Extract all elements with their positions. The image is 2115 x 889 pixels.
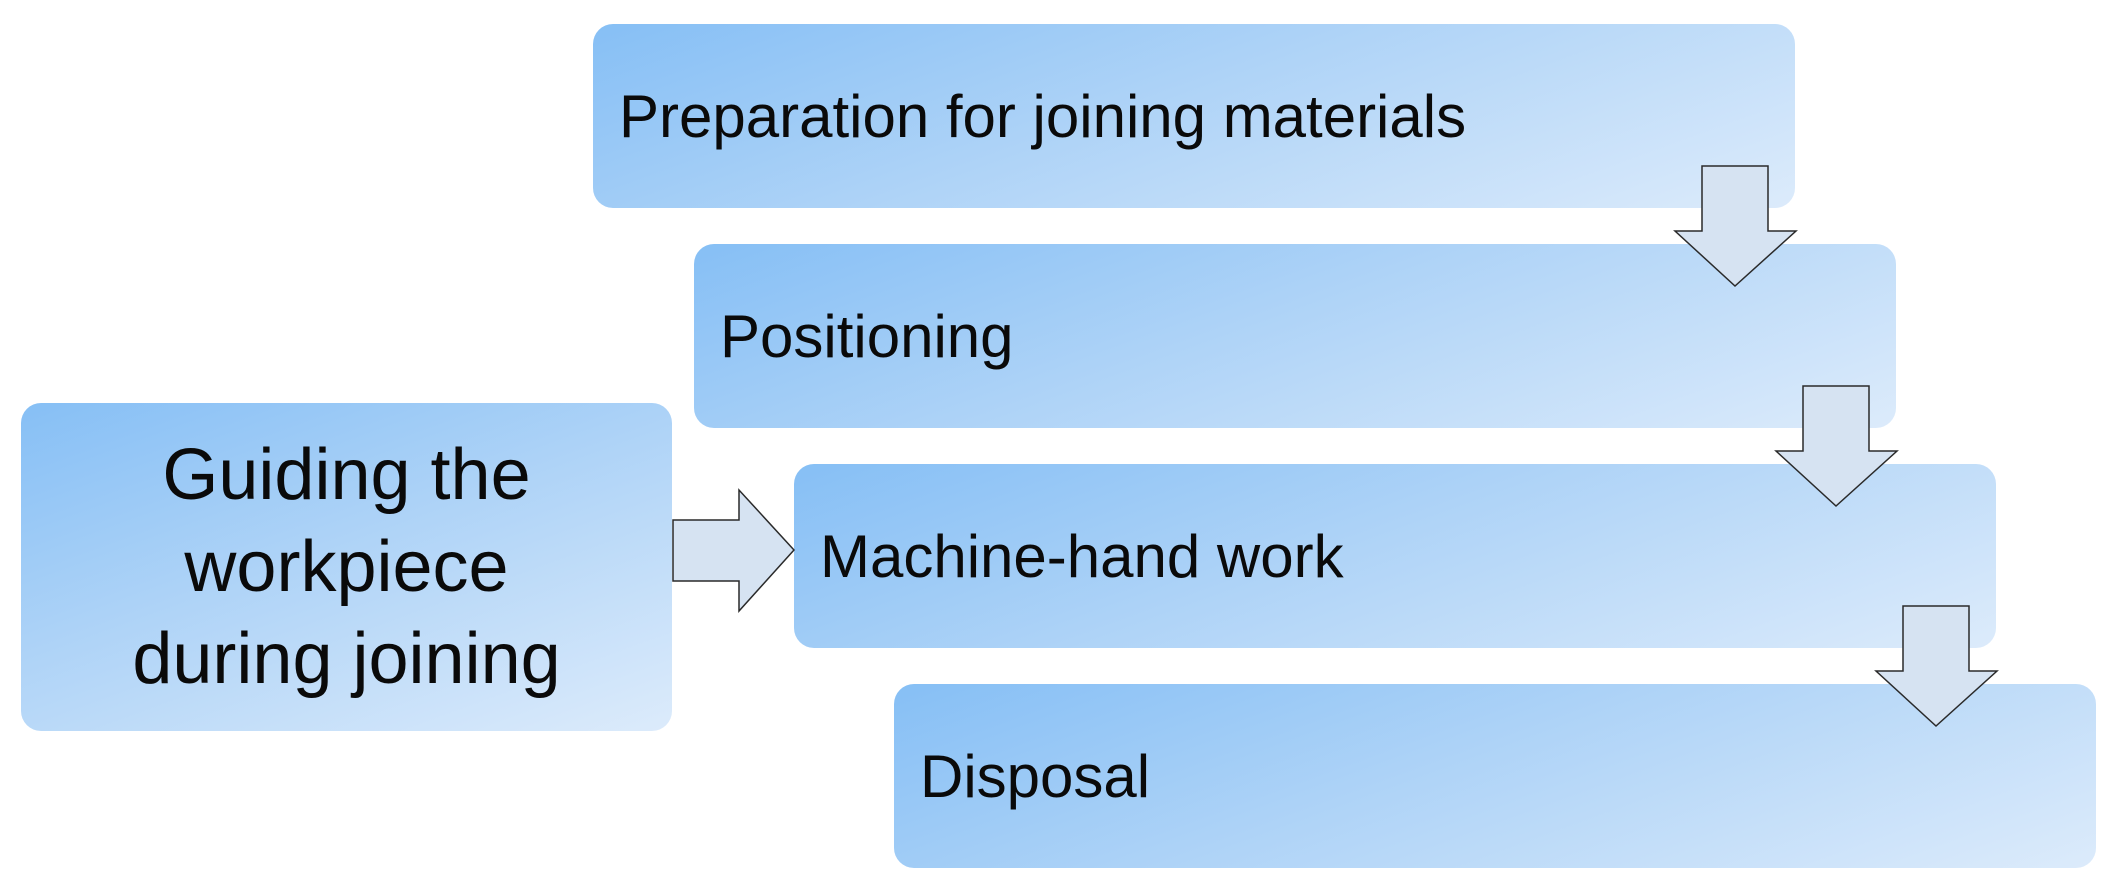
- main-process-label-line-2: workpiece: [184, 527, 509, 607]
- main-process-label: Guiding the workpiece during joining: [132, 429, 560, 705]
- step-label-disposal: Disposal: [920, 742, 1151, 810]
- right-arrow-icon: [672, 488, 796, 613]
- step-label-preparation: Preparation for joining materials: [619, 82, 1467, 150]
- down-arrow-icon: [1774, 385, 1899, 508]
- down-arrow-icon: [1673, 165, 1798, 288]
- step-label-positioning: Positioning: [720, 302, 1014, 370]
- main-process-label-line-1: Guiding the: [162, 435, 531, 515]
- main-process-box: Guiding the workpiece during joining: [21, 403, 672, 731]
- step-box-disposal: Disposal: [894, 684, 2096, 868]
- main-process-label-line-3: during joining: [132, 619, 561, 699]
- step-box-machine-hand-work: Machine-hand work: [794, 464, 1996, 648]
- step-label-machine-hand-work: Machine-hand work: [820, 522, 1344, 590]
- step-box-positioning: Positioning: [694, 244, 1896, 428]
- step-box-preparation: Preparation for joining materials: [593, 24, 1795, 208]
- down-arrow-icon: [1874, 605, 1999, 728]
